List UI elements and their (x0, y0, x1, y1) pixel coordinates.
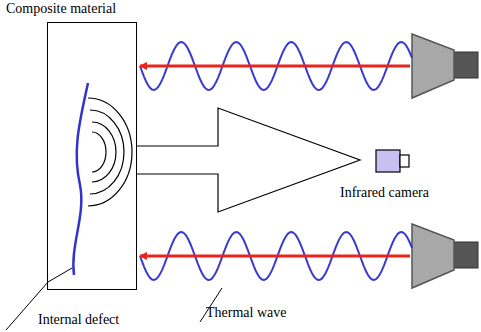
incident-arrow (140, 255, 410, 258)
internal-defect (73, 83, 88, 275)
defect-label: Internal defect (38, 312, 119, 327)
emission-arrow (137, 108, 360, 212)
emitter-top (412, 34, 478, 98)
sine-wave (140, 42, 412, 90)
block-heading: Composite material (6, 1, 116, 16)
camera-body (376, 150, 400, 172)
thermal-waves (140, 42, 412, 280)
emitter-bottom (412, 224, 478, 288)
camera-lens (400, 155, 409, 167)
incident-arrow (140, 65, 410, 68)
material-block: Composite material (47, 22, 137, 290)
leader-line (48, 268, 72, 282)
heat-arcs (88, 98, 132, 206)
camera-label: Infrared camera (340, 185, 429, 200)
wave-label: Thermal wave (206, 305, 286, 320)
sine-wave (140, 232, 412, 280)
